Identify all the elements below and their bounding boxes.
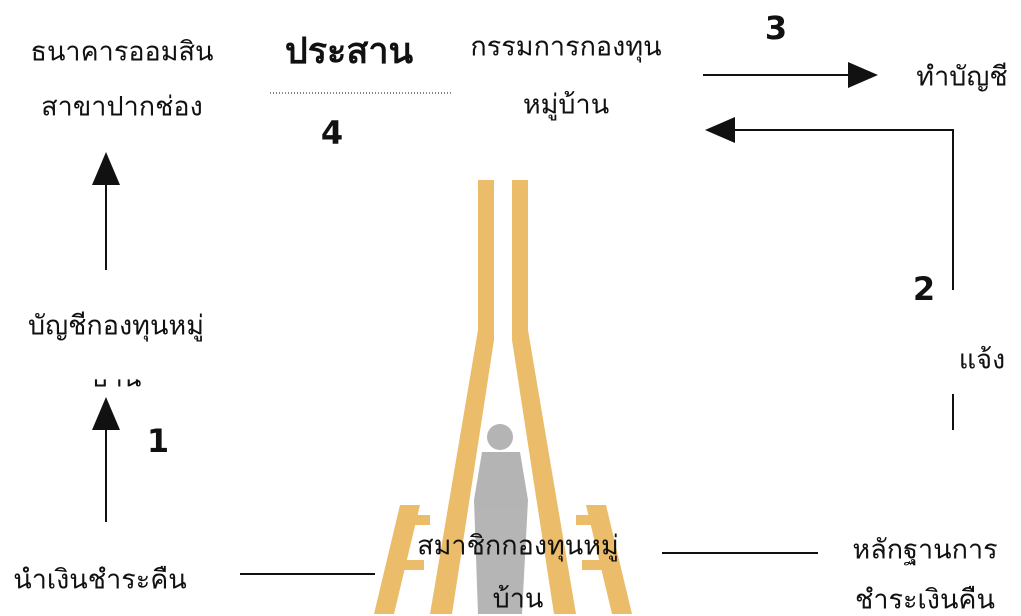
bank-label-line2: สาขาปากช่อง — [41, 91, 203, 123]
committee-label-line1: กรรมการกองทุน — [470, 31, 662, 63]
member-label-line1: สมาชิกกองทุนหมู่ — [417, 530, 619, 562]
arrowhead-up-accounting — [92, 397, 120, 430]
watermark-gold-tower — [374, 180, 632, 614]
step-2-label: 2 — [912, 270, 936, 308]
bank-label-line1: ธนาคารออมสิน — [30, 36, 214, 68]
arrowhead-right — [848, 62, 878, 88]
coordinate-label: ประสาน — [284, 31, 414, 72]
notify-label: แจ้ง — [958, 344, 1006, 376]
step-3-label: 3 — [764, 9, 788, 47]
step-4-label: 4 — [320, 114, 344, 152]
bookkeeping-label: ทำบัญชี — [916, 61, 1008, 93]
line-notify-up-to-committee — [735, 129, 954, 290]
accounting-label-line2: บ้าน — [90, 362, 142, 394]
arrowhead-up-bank — [92, 152, 120, 185]
accounting-label-line1: บัญชีกองทุนหมู่ — [27, 310, 205, 342]
watermark-statue — [474, 424, 528, 614]
arrowhead-left — [705, 117, 735, 143]
evidence-label-line1: หลักฐานการ — [852, 534, 998, 566]
member-label-line2: บ้าน — [492, 583, 544, 615]
repay-label: นำเงินชำระคืน — [13, 564, 187, 596]
committee-label-line2: หมู่บ้าน — [522, 89, 610, 121]
step-1-label: 1 — [146, 422, 170, 460]
evidence-label-line2: ชำระเงินคืน — [855, 584, 995, 616]
